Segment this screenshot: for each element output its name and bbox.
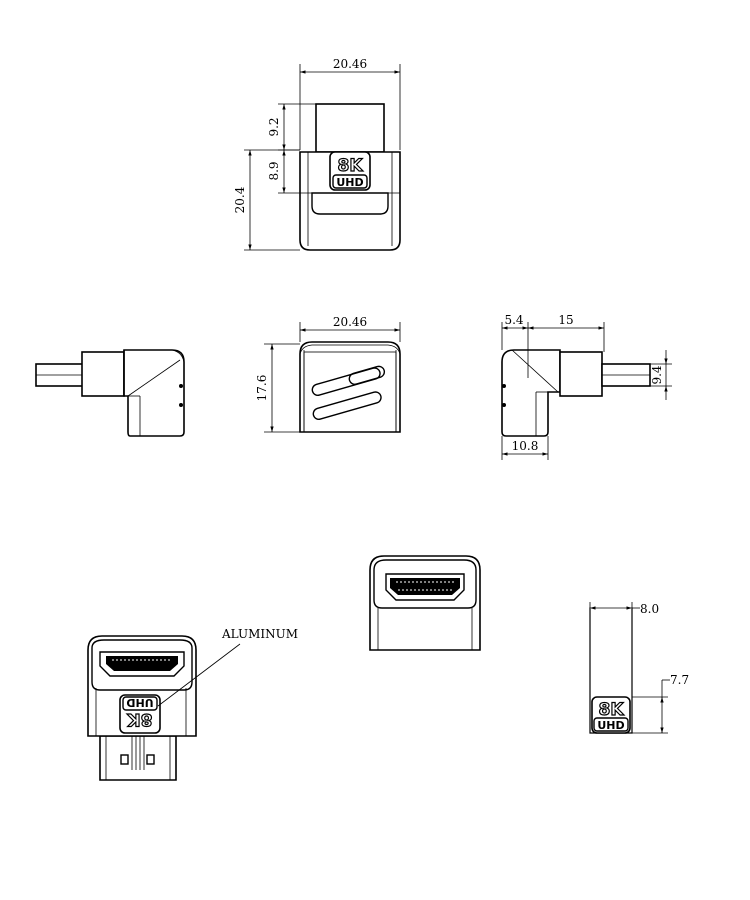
dim-side-length: 15 xyxy=(558,313,573,327)
dim-badge-height: 7.7 xyxy=(670,673,689,687)
dim-badge-width: 8.0 xyxy=(640,602,659,616)
dim-top-plug-height: 9.2 xyxy=(267,117,281,136)
dim-side-plug-height: 9.4 xyxy=(650,365,664,384)
top-badge-uhd: UHD xyxy=(336,176,363,189)
dim-top-badge-height: 8.9 xyxy=(267,161,281,180)
dim-side-base-width: 10.8 xyxy=(512,439,539,453)
right-side-view: 5.4 15 9.4 10.8 xyxy=(501,313,672,460)
top-badge-8k: 8K xyxy=(337,156,363,176)
top-view-body xyxy=(299,151,401,251)
dim-top-total-height: 20.4 xyxy=(233,186,247,213)
iso-badge-uhd: UHD xyxy=(126,696,153,709)
dim-side-offset: 5.4 xyxy=(504,313,523,327)
dim-front-height: 17.6 xyxy=(255,375,269,402)
aluminum-label: ALUMINUM xyxy=(221,627,298,641)
badge-detail: 8K UHD 8.0 7.7 xyxy=(589,602,689,734)
front-view: 20.46 17.6 xyxy=(255,315,401,433)
isometric-view: 8K UHD ALUMINUM xyxy=(87,627,298,781)
top-view-plug xyxy=(315,103,385,153)
iso-badge-8k: 8K xyxy=(127,709,153,729)
socket-hdmi-port xyxy=(385,573,465,601)
dim-top-width: 20.46 xyxy=(333,57,367,71)
detail-badge-8k: 8K xyxy=(598,700,624,720)
left-side-view xyxy=(35,349,185,437)
dim-front-width: 20.46 xyxy=(333,315,367,329)
socket-view xyxy=(369,555,481,651)
top-view-lip xyxy=(311,192,389,215)
detail-badge-uhd: UHD xyxy=(597,719,624,732)
top-view: 8K UHD 20.46 9.2 8.9 20.4 xyxy=(233,57,401,251)
